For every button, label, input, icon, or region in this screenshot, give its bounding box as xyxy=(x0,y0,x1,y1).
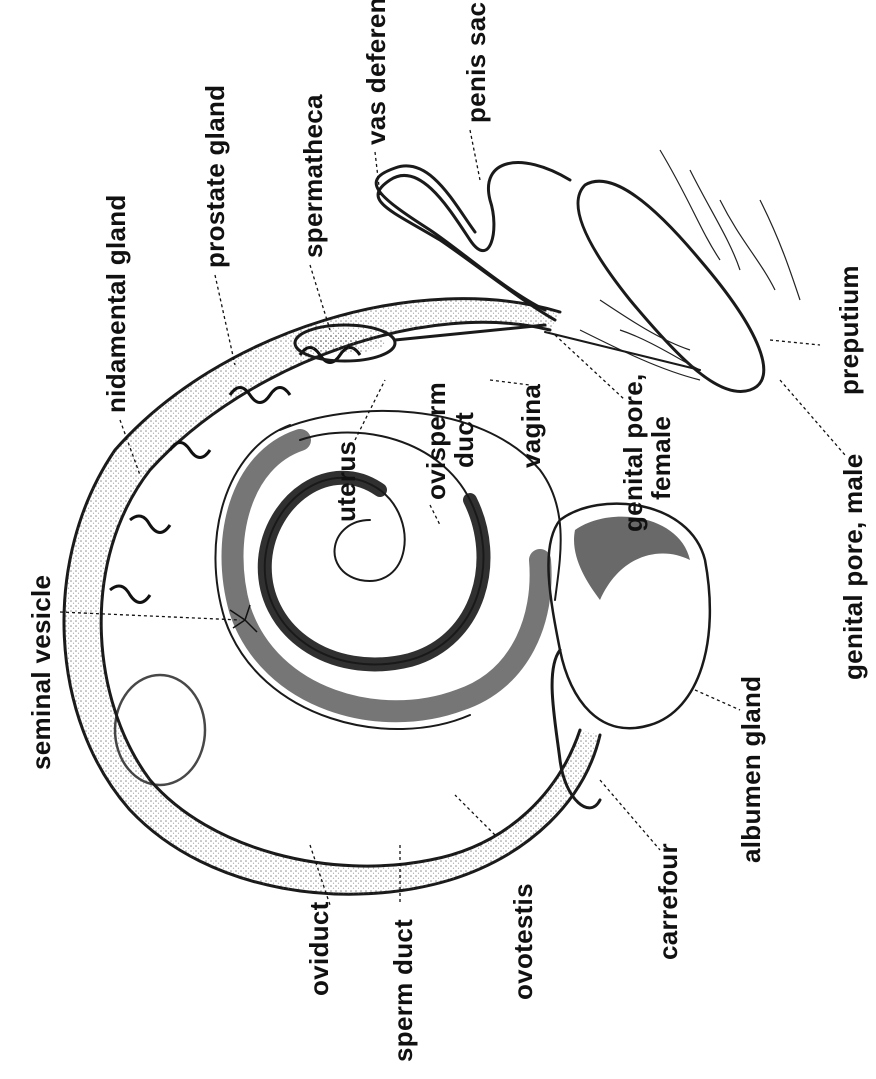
label-genital-pore-female-line1: genital pore, xyxy=(618,374,648,532)
leader-genital-pore-female xyxy=(555,335,625,400)
male-terminal-organs xyxy=(376,150,800,392)
label-oviduct: oviduct xyxy=(304,901,334,996)
leader-albumen-gland xyxy=(695,690,740,710)
leader-ovotestis xyxy=(455,795,495,835)
leader-preputium xyxy=(770,340,820,345)
label-spermatheca: spermatheca xyxy=(298,94,328,258)
label-vas-deferens: vas deferens xyxy=(361,0,391,145)
leader-carrefour xyxy=(600,780,660,850)
label-nidamental-gland: nidamental gland xyxy=(101,194,131,413)
leader-prostate-gland xyxy=(215,275,235,365)
ovotestis-drawing xyxy=(215,411,560,729)
leader-penis-sac xyxy=(470,130,480,180)
label-carrefour: carrefour xyxy=(653,843,683,960)
label-genital-pore-female-line2: female xyxy=(646,416,676,500)
label-ovisperm-duct-line1: ovisperm xyxy=(421,382,451,500)
labels: seminal vesicle nidamental gland prostat… xyxy=(26,0,868,1062)
label-ovotestis: ovotestis xyxy=(508,883,538,1000)
label-penis-sac: penis sac xyxy=(461,2,491,123)
label-sperm-duct: sperm duct xyxy=(388,919,418,1062)
label-seminal-vesicle: seminal vesicle xyxy=(26,575,56,770)
label-albumen-gland: albumen gland xyxy=(736,676,766,863)
label-ovisperm-duct-line2: duct xyxy=(449,412,479,468)
label-vagina: vagina xyxy=(516,384,546,468)
label-preputium: preputium xyxy=(834,265,864,395)
label-genital-pore-male: genital pore, male xyxy=(838,454,868,680)
label-prostate-gland: prostate gland xyxy=(200,85,230,268)
label-uterus: uterus xyxy=(331,441,361,522)
leader-ovisperm-duct xyxy=(430,505,440,525)
